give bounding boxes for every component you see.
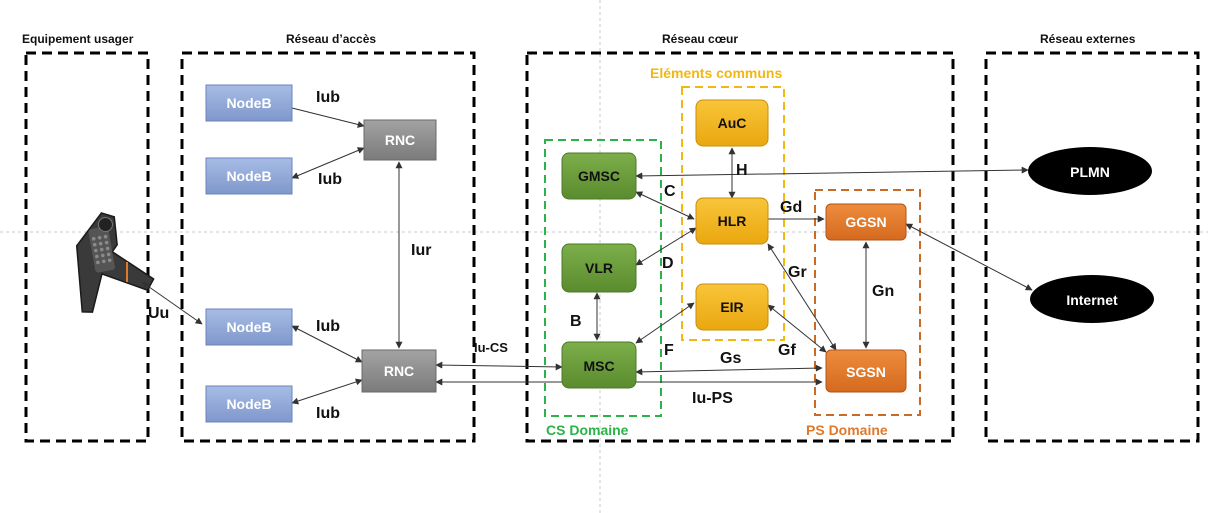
- ggsn-node: GGSN: [825, 203, 907, 241]
- rnc-top: RNC: [363, 119, 437, 161]
- plmn-node: PLMN: [1028, 147, 1152, 195]
- iface-gd: Gd: [780, 199, 802, 216]
- nodeb-4-label: NodeB: [226, 396, 271, 412]
- section-title-external-networks: Réseau externes: [1040, 32, 1136, 46]
- vlr-label: VLR: [585, 260, 613, 276]
- common-elements-label: Eléments communs: [650, 65, 782, 81]
- link-d: [635, 227, 697, 266]
- iface-iu-cs: Iu-CS: [474, 340, 508, 355]
- user-equipment-box: [24, 51, 150, 443]
- rnc-bottom-label: RNC: [384, 363, 414, 379]
- sgsn-node: SGSN: [825, 349, 907, 393]
- nodeb-2-label: NodeB: [226, 168, 271, 184]
- iface-iur: Iur: [411, 242, 431, 259]
- link-nodeb2-rnc: [291, 147, 365, 179]
- link-ggsn-internet: [905, 223, 1033, 291]
- core-network-box: [525, 51, 955, 443]
- link-gs: [635, 364, 823, 376]
- vlr-node: VLR: [561, 243, 637, 293]
- external-networks-box: [984, 51, 1200, 443]
- internet-label: Internet: [1066, 292, 1118, 308]
- sgsn-label: SGSN: [846, 364, 886, 380]
- link-gf: [767, 304, 827, 353]
- plmn-label: PLMN: [1070, 164, 1110, 180]
- nodeb-1: NodeB: [205, 84, 293, 122]
- rnc-top-label: RNC: [385, 132, 415, 148]
- hlr-node: HLR: [695, 197, 769, 245]
- iface-b: B: [570, 313, 582, 330]
- section-title-core-network: Réseau cœur: [662, 32, 738, 46]
- iface-iu-ps: Iu-PS: [692, 390, 733, 407]
- msc-node: MSC: [561, 341, 637, 389]
- iface-gn: Gn: [872, 283, 894, 300]
- eir-label: EIR: [720, 299, 743, 315]
- ps-domain-label: PS Domaine: [806, 422, 888, 438]
- gmsc-node: GMSC: [561, 152, 637, 200]
- link-nodeb1-rnc: [279, 103, 365, 128]
- ggsn-label: GGSN: [845, 214, 886, 230]
- iface-f: F: [664, 342, 674, 359]
- link-f: [635, 302, 695, 344]
- link-gmsc-plmn: [635, 166, 1029, 180]
- rnc-bottom: RNC: [361, 349, 437, 393]
- iface-gs: Gs: [720, 350, 741, 367]
- cs-domain-box: [544, 139, 662, 417]
- hlr-label: HLR: [718, 213, 747, 229]
- iface-gf: Gf: [778, 342, 796, 359]
- section-title-user-equipment: Equipement usager: [22, 32, 134, 46]
- auc-node: AuC: [695, 99, 769, 147]
- link-c: [635, 191, 695, 220]
- nodeb-4: NodeB: [205, 385, 293, 423]
- auc-label: AuC: [718, 115, 747, 131]
- link-gr: [767, 243, 837, 351]
- common-elements-box: [681, 86, 785, 341]
- link-iu-cs: [435, 361, 563, 371]
- iface-d: D: [662, 255, 674, 272]
- nodeb-3: NodeB: [205, 308, 293, 346]
- iface-gr: Gr: [788, 264, 807, 281]
- iface-uu: Uu: [148, 305, 169, 322]
- nodeb-2: NodeB: [205, 157, 293, 195]
- nodeb-3-label: NodeB: [226, 319, 271, 335]
- iface-h: H: [736, 162, 748, 179]
- msc-label: MSC: [583, 358, 614, 374]
- internet-node: Internet: [1030, 275, 1154, 323]
- nodeb-1-label: NodeB: [226, 95, 271, 111]
- link-uu: [141, 281, 203, 325]
- iface-iub-4: Iub: [316, 405, 340, 422]
- iface-iub-3: Iub: [316, 318, 340, 335]
- mobile-phone-icon: [75, 212, 155, 313]
- link-nodeb3-rnc: [291, 325, 363, 363]
- iface-iub-2: Iub: [318, 171, 342, 188]
- gmsc-label: GMSC: [578, 168, 620, 184]
- section-title-access-network: Réseau d’accès: [286, 32, 376, 46]
- iface-iub-1: Iub: [316, 89, 340, 106]
- eir-node: EIR: [695, 283, 769, 331]
- cs-domain-label: CS Domaine: [546, 422, 629, 438]
- access-network-box: [180, 51, 476, 443]
- iface-c: C: [664, 183, 676, 200]
- link-nodeb4-rnc: [291, 378, 363, 405]
